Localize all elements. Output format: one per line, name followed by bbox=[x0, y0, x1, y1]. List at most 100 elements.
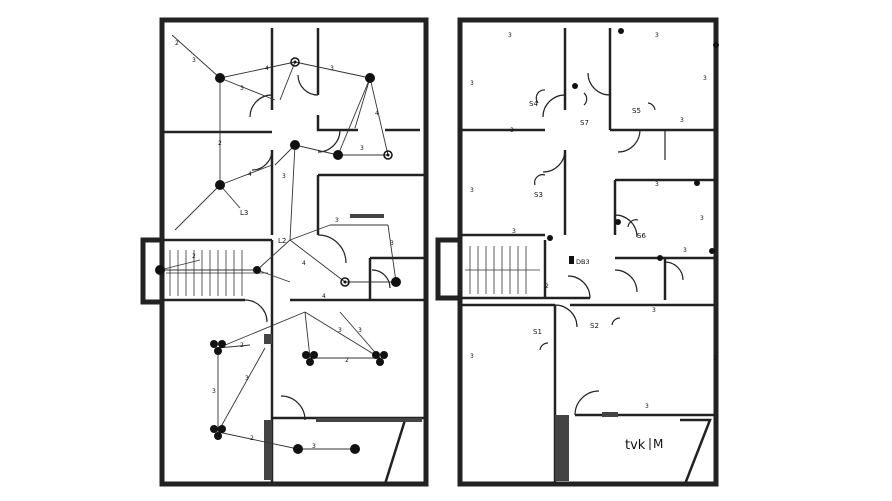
left-fixtures bbox=[155, 57, 401, 454]
left-wiring bbox=[159, 34, 397, 450]
right-outer-wall bbox=[457, 17, 719, 487]
svg-text:3: 3 bbox=[470, 187, 474, 194]
svg-text:4: 4 bbox=[265, 65, 269, 72]
triple-light-cluster-icon bbox=[302, 351, 318, 366]
ceiling-light-icon bbox=[215, 180, 225, 190]
watermark-text: tvk bbox=[625, 438, 646, 453]
wall-point-icon bbox=[615, 219, 621, 225]
right-upper-walls bbox=[460, 28, 716, 237]
svg-text:2: 2 bbox=[218, 140, 222, 147]
switch-labels: S4 S7 S5 S3 S6 S1 S2 bbox=[529, 100, 646, 336]
svg-text:3: 3 bbox=[212, 388, 216, 395]
svg-text:3: 3 bbox=[655, 32, 659, 39]
switch-s7-label: S7 bbox=[580, 119, 589, 127]
fan-point-icon bbox=[383, 150, 393, 160]
svg-text:3: 3 bbox=[683, 247, 687, 254]
svg-text:3: 3 bbox=[645, 403, 649, 410]
ceiling-light-icon bbox=[155, 265, 165, 275]
right-balcony bbox=[680, 418, 712, 485]
svg-text:4: 4 bbox=[375, 110, 379, 117]
svg-text:2: 2 bbox=[240, 342, 244, 349]
distribution-board-icon bbox=[569, 256, 574, 264]
ceiling-light-icon bbox=[365, 73, 375, 83]
svg-text:3: 3 bbox=[330, 65, 334, 72]
right-middle-walls bbox=[563, 150, 716, 300]
right-wall-points bbox=[547, 28, 719, 261]
svg-text:3: 3 bbox=[680, 117, 684, 124]
ceiling-light-icon bbox=[253, 266, 261, 274]
wall-point-icon bbox=[572, 83, 578, 89]
left-column-hatch-3 bbox=[316, 418, 422, 422]
svg-text:3: 3 bbox=[470, 80, 474, 87]
left-balcony bbox=[380, 418, 407, 485]
svg-text:2: 2 bbox=[345, 357, 349, 364]
left-lower-walls bbox=[270, 300, 426, 484]
label-l3: L3 bbox=[240, 209, 248, 217]
triple-light-cluster-icon bbox=[210, 425, 226, 440]
svg-text:3: 3 bbox=[335, 217, 339, 224]
right-stair-bump bbox=[435, 237, 460, 301]
svg-text:4: 4 bbox=[302, 260, 306, 267]
wall-point-icon bbox=[547, 235, 553, 241]
left-column-hatch-2 bbox=[264, 420, 272, 480]
svg-text:3: 3 bbox=[192, 57, 196, 64]
triple-light-cluster-icon bbox=[210, 340, 226, 355]
svg-text:3: 3 bbox=[470, 353, 474, 360]
switch-s6-label: S6 bbox=[637, 232, 646, 240]
left-wire-counts: 2 3 4 3 3 2 4 3 4 3 3 2 3 4 4 3 2 3 3 2 … bbox=[175, 40, 394, 450]
svg-text:3: 3 bbox=[700, 215, 704, 222]
wall-point-icon bbox=[694, 180, 700, 186]
left-column-hatch-1 bbox=[264, 334, 272, 344]
wall-point-icon bbox=[713, 42, 719, 48]
scale-mark: M bbox=[653, 437, 663, 451]
ceiling-light-icon bbox=[350, 444, 360, 454]
fan-point-icon bbox=[340, 277, 350, 287]
right-column-hatch-1 bbox=[555, 415, 569, 481]
switch-s3-label: S3 bbox=[534, 191, 543, 199]
ceiling-light-icon bbox=[290, 140, 300, 150]
right-wire-counts: 3 3 3 3 3 3 3 3 3 3 3 2 3 2 3 3 bbox=[470, 32, 717, 410]
right-plan: DB3 S4 S7 S5 S3 S6 S1 bbox=[435, 17, 719, 487]
left-stair-walls bbox=[162, 238, 426, 300]
switch-s2-label: S2 bbox=[590, 322, 599, 330]
svg-text:2: 2 bbox=[713, 355, 717, 362]
svg-text:2: 2 bbox=[545, 283, 549, 290]
switch-s1-label: S1 bbox=[533, 328, 542, 336]
right-doors bbox=[542, 72, 684, 416]
svg-text:3: 3 bbox=[512, 228, 516, 235]
right-column-hatch-2 bbox=[602, 412, 618, 417]
left-upper-walls bbox=[162, 28, 420, 235]
wall-point-icon bbox=[618, 28, 624, 34]
svg-text:3: 3 bbox=[390, 240, 394, 247]
svg-text:3: 3 bbox=[360, 145, 364, 152]
left-wall-unit bbox=[350, 214, 384, 218]
svg-text:3: 3 bbox=[245, 375, 249, 382]
right-switch-arcs bbox=[534, 89, 656, 351]
svg-text:3: 3 bbox=[655, 181, 659, 188]
svg-text:3: 3 bbox=[652, 307, 656, 314]
svg-text:4: 4 bbox=[248, 171, 252, 178]
svg-text:3: 3 bbox=[338, 327, 342, 334]
switch-s4-label: S4 bbox=[529, 100, 538, 108]
left-plan: L3 L2 2 3 4 3 3 2 4 3 4 3 3 2 3 4 4 3 2 … bbox=[140, 17, 429, 487]
right-stair-treads bbox=[465, 246, 540, 294]
label-l2: L2 bbox=[278, 237, 286, 245]
triple-light-cluster-icon bbox=[372, 351, 388, 366]
right-lower-walls bbox=[460, 240, 716, 484]
svg-text:3: 3 bbox=[282, 173, 286, 180]
svg-text:3: 3 bbox=[508, 32, 512, 39]
wall-point-icon bbox=[657, 255, 663, 261]
svg-text:3: 3 bbox=[510, 127, 514, 134]
wall-point-icon bbox=[709, 248, 715, 254]
left-outer-wall bbox=[159, 17, 429, 487]
left-middle-walls bbox=[162, 173, 426, 302]
svg-text:3: 3 bbox=[358, 327, 362, 334]
ceiling-light-icon bbox=[293, 444, 303, 454]
svg-text:3: 3 bbox=[240, 85, 244, 92]
svg-text:2: 2 bbox=[175, 40, 179, 47]
left-stair-treads bbox=[166, 250, 268, 296]
ceiling-light-icon bbox=[215, 73, 225, 83]
ceiling-light-icon bbox=[391, 277, 401, 287]
ceiling-light-icon bbox=[333, 150, 343, 160]
